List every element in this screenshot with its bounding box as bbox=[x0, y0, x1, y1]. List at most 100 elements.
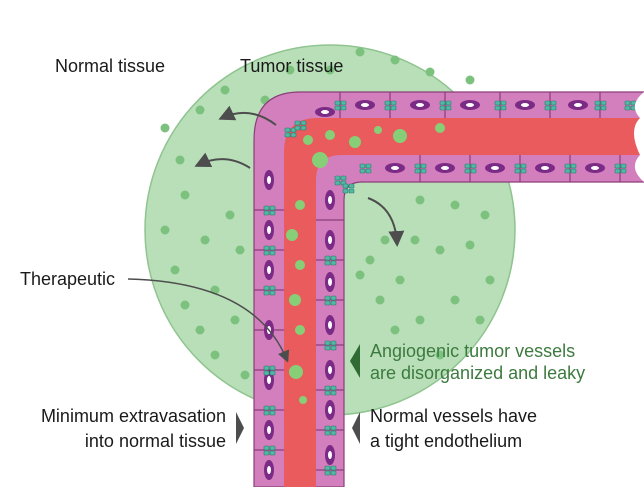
junction-block bbox=[465, 169, 470, 173]
junction-block bbox=[366, 164, 371, 168]
tumor-dot bbox=[451, 296, 460, 305]
therapeutic-particle bbox=[289, 294, 301, 306]
junction-block bbox=[264, 406, 269, 410]
tumor-dot bbox=[416, 316, 425, 325]
tumor-dot bbox=[181, 191, 190, 200]
junction-block bbox=[360, 169, 365, 173]
junction-block bbox=[331, 386, 336, 390]
junction-block bbox=[270, 211, 275, 215]
tumor-dot bbox=[466, 76, 475, 85]
junction-block bbox=[325, 296, 330, 300]
junction-block bbox=[335, 176, 340, 180]
junction-block bbox=[471, 169, 476, 173]
nucleus-center bbox=[521, 103, 529, 107]
junction-block bbox=[615, 169, 620, 173]
junction-block bbox=[565, 169, 570, 173]
tumor-dot bbox=[196, 326, 205, 335]
tumor-dot bbox=[201, 236, 210, 245]
tumor-dot bbox=[236, 246, 245, 255]
junction-block bbox=[341, 176, 346, 180]
junction-block bbox=[415, 164, 420, 168]
tumor-dot bbox=[171, 266, 180, 275]
junction-block bbox=[391, 106, 396, 110]
tumor-dot bbox=[356, 271, 365, 280]
junction-block bbox=[515, 164, 520, 168]
tumor-dot bbox=[231, 316, 240, 325]
junction-block bbox=[515, 169, 520, 173]
junction-block bbox=[343, 189, 348, 193]
junction-block bbox=[501, 101, 506, 105]
junction-block bbox=[440, 101, 445, 105]
label-therapeutic: Therapeutic bbox=[20, 268, 115, 290]
therapeutic-particle bbox=[325, 130, 335, 140]
junction-block bbox=[495, 106, 500, 110]
junction-block bbox=[291, 133, 296, 137]
junction-block bbox=[349, 184, 354, 188]
junction-block bbox=[571, 164, 576, 168]
junction-block bbox=[270, 411, 275, 415]
therapeutic-particle bbox=[289, 365, 303, 379]
junction-block bbox=[331, 391, 336, 395]
junction-block bbox=[595, 101, 600, 105]
tumor-dot bbox=[161, 124, 170, 133]
junction-block bbox=[335, 106, 340, 110]
junction-block bbox=[270, 286, 275, 290]
junction-block bbox=[264, 446, 269, 450]
therapeutic-particle bbox=[303, 135, 313, 145]
tumor-dot bbox=[226, 211, 235, 220]
nucleus-center bbox=[391, 166, 399, 170]
minimum-pointer bbox=[236, 412, 244, 444]
junction-block bbox=[325, 346, 330, 350]
tumor-dot bbox=[466, 241, 475, 250]
tumor-dot bbox=[176, 156, 185, 165]
junction-block bbox=[335, 101, 340, 105]
label-minimum-line1: Minimum extravasation bbox=[0, 405, 226, 427]
tumor-dot bbox=[481, 211, 490, 220]
junction-block bbox=[343, 184, 348, 188]
junction-block bbox=[545, 106, 550, 110]
junction-block bbox=[545, 101, 550, 105]
tumor-dot bbox=[241, 371, 250, 380]
junction-block bbox=[521, 164, 526, 168]
tumor-dot bbox=[181, 301, 190, 310]
therapeutic-particle bbox=[393, 129, 407, 143]
junction-block bbox=[331, 261, 336, 265]
junction-block bbox=[331, 256, 336, 260]
tumor-dot bbox=[486, 276, 495, 285]
nucleus-center bbox=[267, 376, 271, 384]
junction-block bbox=[264, 451, 269, 455]
tumor-dot bbox=[161, 226, 170, 235]
tumor-dot bbox=[381, 236, 390, 245]
junction-block bbox=[325, 386, 330, 390]
nucleus-center bbox=[267, 176, 271, 184]
junction-block bbox=[385, 101, 390, 105]
junction-block bbox=[331, 346, 336, 350]
therapeutic-particle bbox=[295, 200, 305, 210]
junction-block bbox=[270, 446, 275, 450]
junction-block bbox=[615, 164, 620, 168]
tumor-dot bbox=[391, 326, 400, 335]
junction-block bbox=[440, 106, 445, 110]
label-normal-vessels-line1: Normal vessels have bbox=[370, 405, 537, 427]
junction-block bbox=[264, 211, 269, 215]
junction-block bbox=[421, 164, 426, 168]
therapeutic-particle bbox=[374, 126, 382, 134]
tumor-dot bbox=[366, 256, 375, 265]
nucleus-center bbox=[328, 196, 332, 204]
tumor-dot bbox=[391, 56, 400, 65]
label-normal-vessels-line2: a tight endothelium bbox=[370, 430, 522, 452]
junction-block bbox=[415, 169, 420, 173]
junction-block bbox=[270, 246, 275, 250]
junction-block bbox=[551, 101, 556, 105]
tumor-dot bbox=[211, 351, 220, 360]
junction-block bbox=[331, 466, 336, 470]
nucleus-center bbox=[328, 451, 332, 459]
junction-block bbox=[270, 366, 275, 370]
nucleus-center bbox=[328, 236, 332, 244]
therapeutic-particle bbox=[286, 229, 298, 241]
junction-block bbox=[325, 431, 330, 435]
junction-block bbox=[571, 169, 576, 173]
junction-block bbox=[625, 101, 630, 105]
junction-block bbox=[301, 126, 306, 130]
normal-vessels-pointer bbox=[352, 412, 360, 444]
